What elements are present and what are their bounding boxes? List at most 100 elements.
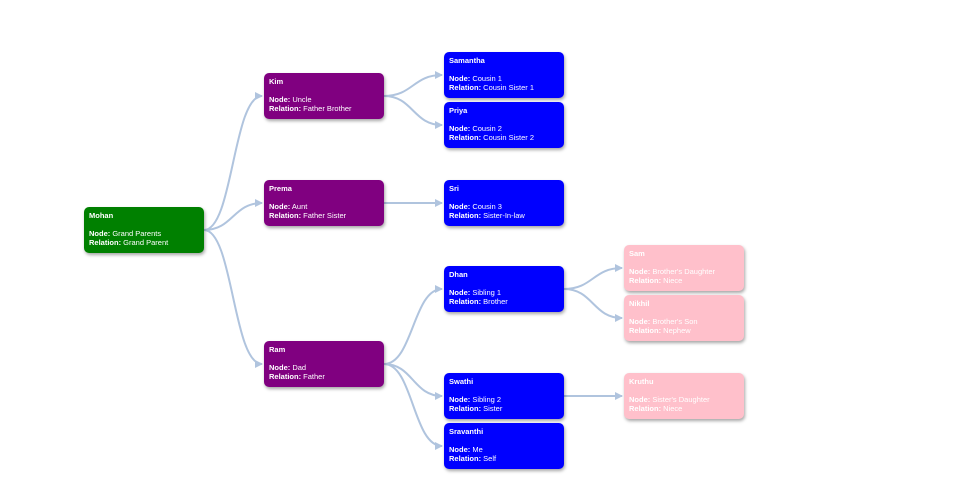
edge-dhan-to-sam: [563, 264, 623, 290]
edge-dhan-to-nikhil: [563, 288, 623, 322]
relation-label: Relation:: [449, 211, 482, 220]
relation-value: Grand Parent: [121, 238, 169, 247]
node-node-row: Node: Aunt: [269, 202, 379, 211]
node-name: Sam: [629, 249, 645, 258]
node-value: Cousin 3: [470, 202, 502, 211]
relation-value: Father Brother: [301, 104, 352, 113]
node-value: Brother's Daughter: [650, 267, 716, 276]
node-label: Node:: [629, 317, 651, 326]
relation-value: Nephew: [661, 326, 691, 335]
node-label: Node:: [629, 267, 651, 276]
node-name: Dhan: [449, 270, 468, 279]
relation-value: Niece: [661, 276, 683, 285]
node-node-row: Node: Sibling 2: [449, 395, 559, 404]
node-value: Uncle: [290, 95, 312, 104]
relation-label: Relation:: [449, 297, 482, 306]
node-label: Node:: [269, 363, 291, 372]
node-node-row: Node: Sibling 1: [449, 288, 559, 297]
node-node-row: Node: Dad: [269, 363, 379, 372]
node-name: Kim: [269, 77, 284, 86]
node-node-row: Node: Brother's Daughter: [629, 267, 739, 276]
node-label: Node:: [449, 445, 471, 454]
node-relation-row: Relation: Sister-In-law: [449, 211, 559, 220]
node-label: Node:: [449, 395, 471, 404]
node-relation-row: Relation: Niece: [629, 404, 739, 413]
relation-value: Self: [481, 454, 497, 463]
relation-value: Brother: [481, 297, 508, 306]
node-value: Dad: [290, 363, 307, 372]
edge-ram-to-dhan: [383, 285, 443, 365]
node-name: Sravanthi: [449, 427, 484, 436]
edge-ram-to-swathi: [383, 363, 443, 400]
node-relation-row: Relation: Brother: [449, 297, 559, 306]
node-relation-row: Relation: Cousin Sister 1: [449, 83, 559, 92]
node-node-row: Node: Cousin 1: [449, 74, 559, 83]
edge-kim-to-priya: [383, 95, 443, 129]
edge-mohan-to-prema: [203, 199, 263, 231]
node-value: Cousin 1: [470, 74, 502, 83]
node-name: Swathi: [449, 377, 474, 386]
node-name: Samantha: [449, 56, 485, 65]
relation-label: Relation:: [89, 238, 122, 247]
relation-value: Sister-In-law: [481, 211, 525, 220]
node-node-row: Node: Cousin 3: [449, 202, 559, 211]
relation-label: Relation:: [449, 454, 482, 463]
relation-label: Relation:: [629, 404, 662, 413]
node-value: Sibling 1: [470, 288, 502, 297]
node-relation-row: Relation: Father Sister: [269, 211, 379, 220]
relation-value: Father: [301, 372, 325, 381]
node-label: Node:: [89, 229, 111, 238]
node-node-row: Node: Grand Parents: [89, 229, 199, 238]
node-relation-row: Relation: Self: [449, 454, 559, 463]
node-value: Brother's Son: [650, 317, 698, 326]
node-relation-row: Relation: Sister: [449, 404, 559, 413]
node-relation-row: Relation: Nephew: [629, 326, 739, 335]
node-value: Me: [470, 445, 483, 454]
node-label: Node:: [449, 202, 471, 211]
relation-label: Relation:: [269, 372, 302, 381]
node-name: Sri: [449, 184, 460, 193]
node-relation-row: Relation: Grand Parent: [89, 238, 199, 247]
edge-mohan-to-kim: [203, 92, 263, 231]
node-name: Kruthu: [629, 377, 654, 386]
node-value: Sister's Daughter: [650, 395, 710, 404]
relation-label: Relation:: [269, 104, 302, 113]
node-name: Prema: [269, 184, 292, 193]
relation-label: Relation:: [269, 211, 302, 220]
relation-value: Sister: [481, 404, 503, 413]
node-label: Node:: [449, 124, 471, 133]
relation-label: Relation:: [449, 83, 482, 92]
node-node-row: Node: Cousin 2: [449, 124, 559, 133]
node-value: Cousin 2: [470, 124, 502, 133]
edge-kim-to-samantha: [383, 71, 443, 97]
relation-label: Relation:: [449, 133, 482, 142]
node-value: Grand Parents: [110, 229, 162, 238]
edge-mohan-to-ram: [203, 229, 263, 368]
relation-label: Relation:: [629, 276, 662, 285]
node-name: Ram: [269, 345, 286, 354]
node-label: Node:: [449, 288, 471, 297]
node-label: Node:: [629, 395, 651, 404]
edge-ram-to-sravanthi: [383, 363, 443, 450]
relation-value: Father Sister: [301, 211, 347, 220]
relation-label: Relation:: [449, 404, 482, 413]
node-node-row: Node: Uncle: [269, 95, 379, 104]
node-label: Node:: [269, 95, 291, 104]
node-relation-row: Relation: Father Brother: [269, 104, 379, 113]
relation-value: Cousin Sister 1: [481, 83, 535, 92]
